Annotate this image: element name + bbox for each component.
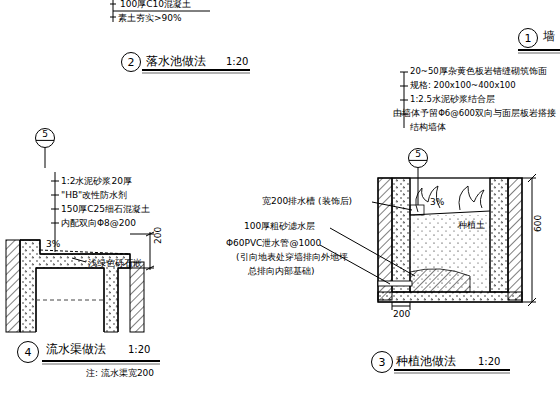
leader-line (113, 11, 210, 12)
callout-number: 1 (525, 33, 532, 44)
material-note: 100厚C10混凝土 (120, 0, 191, 9)
callout-number: 5 (42, 130, 48, 139)
dimension: 600 (534, 215, 543, 232)
material-note: 浅绿色砾石嵌 (88, 259, 142, 268)
material-note: 由墙体予留Φ6@600双向与面层板岩搭接 (393, 109, 556, 118)
material-note: 规格: 200x100~400x100 (410, 81, 516, 90)
material-note: 素土夯实>90% (118, 14, 182, 23)
dimension: 200 (393, 310, 410, 319)
slope-note: 3% (46, 240, 60, 249)
detail-number: 3 (371, 351, 393, 373)
material-note: Φ60PVC泄水管@1000 (226, 239, 321, 248)
material-note: 种植土 (458, 221, 485, 230)
material-note: 1:2水泥砂浆20厚 (61, 177, 132, 186)
channel-section (6, 148, 154, 332)
scale-note: 1:20 (128, 345, 150, 355)
detail-title: 墙 (543, 30, 555, 42)
detail-title: 流水渠做法 (46, 343, 106, 355)
detail-title: 落水池做法 (146, 55, 206, 67)
slope-note: 3% (430, 198, 444, 207)
detail-number: 1 (518, 28, 538, 48)
scale-note: 1:20 (226, 57, 248, 67)
detail-number: 2 (121, 52, 141, 72)
scale-note: 1:20 (478, 357, 500, 367)
material-note: 结构墙体 (410, 123, 446, 132)
note: 注: 流水渠宽200 (86, 369, 154, 378)
material-note: 总排向内部基础) (248, 267, 315, 276)
material-note: 150厚C25细石混凝土 (61, 205, 150, 214)
callout-number: 5 (415, 150, 421, 159)
callout-number: 2 (128, 57, 135, 68)
detail-number: 4 (17, 341, 39, 363)
material-note: 20~50厚杂黄色板岩错缝砌筑饰面 (410, 67, 547, 76)
material-note: 宽200排水槽 (装饰后) (262, 197, 352, 206)
planter-section (320, 168, 536, 310)
callout-number: 3 (379, 357, 386, 368)
detail-title: 种植池做法 (396, 355, 456, 367)
material-note: 1:2.5水泥砂浆结合层 (410, 95, 495, 104)
material-note: "HB"改性防水剂 (61, 191, 127, 200)
dimension: 200 (154, 227, 163, 244)
material-note: 内配双向Φ8@200 (61, 219, 136, 228)
material-note: 100厚粗砂滤水层 (244, 222, 315, 231)
section-mark: 5 (35, 128, 55, 148)
section-mark: 5 (408, 148, 428, 168)
callout-number: 4 (25, 347, 32, 358)
material-note: (引向地表处穿墙排向外地坪 (236, 253, 348, 262)
